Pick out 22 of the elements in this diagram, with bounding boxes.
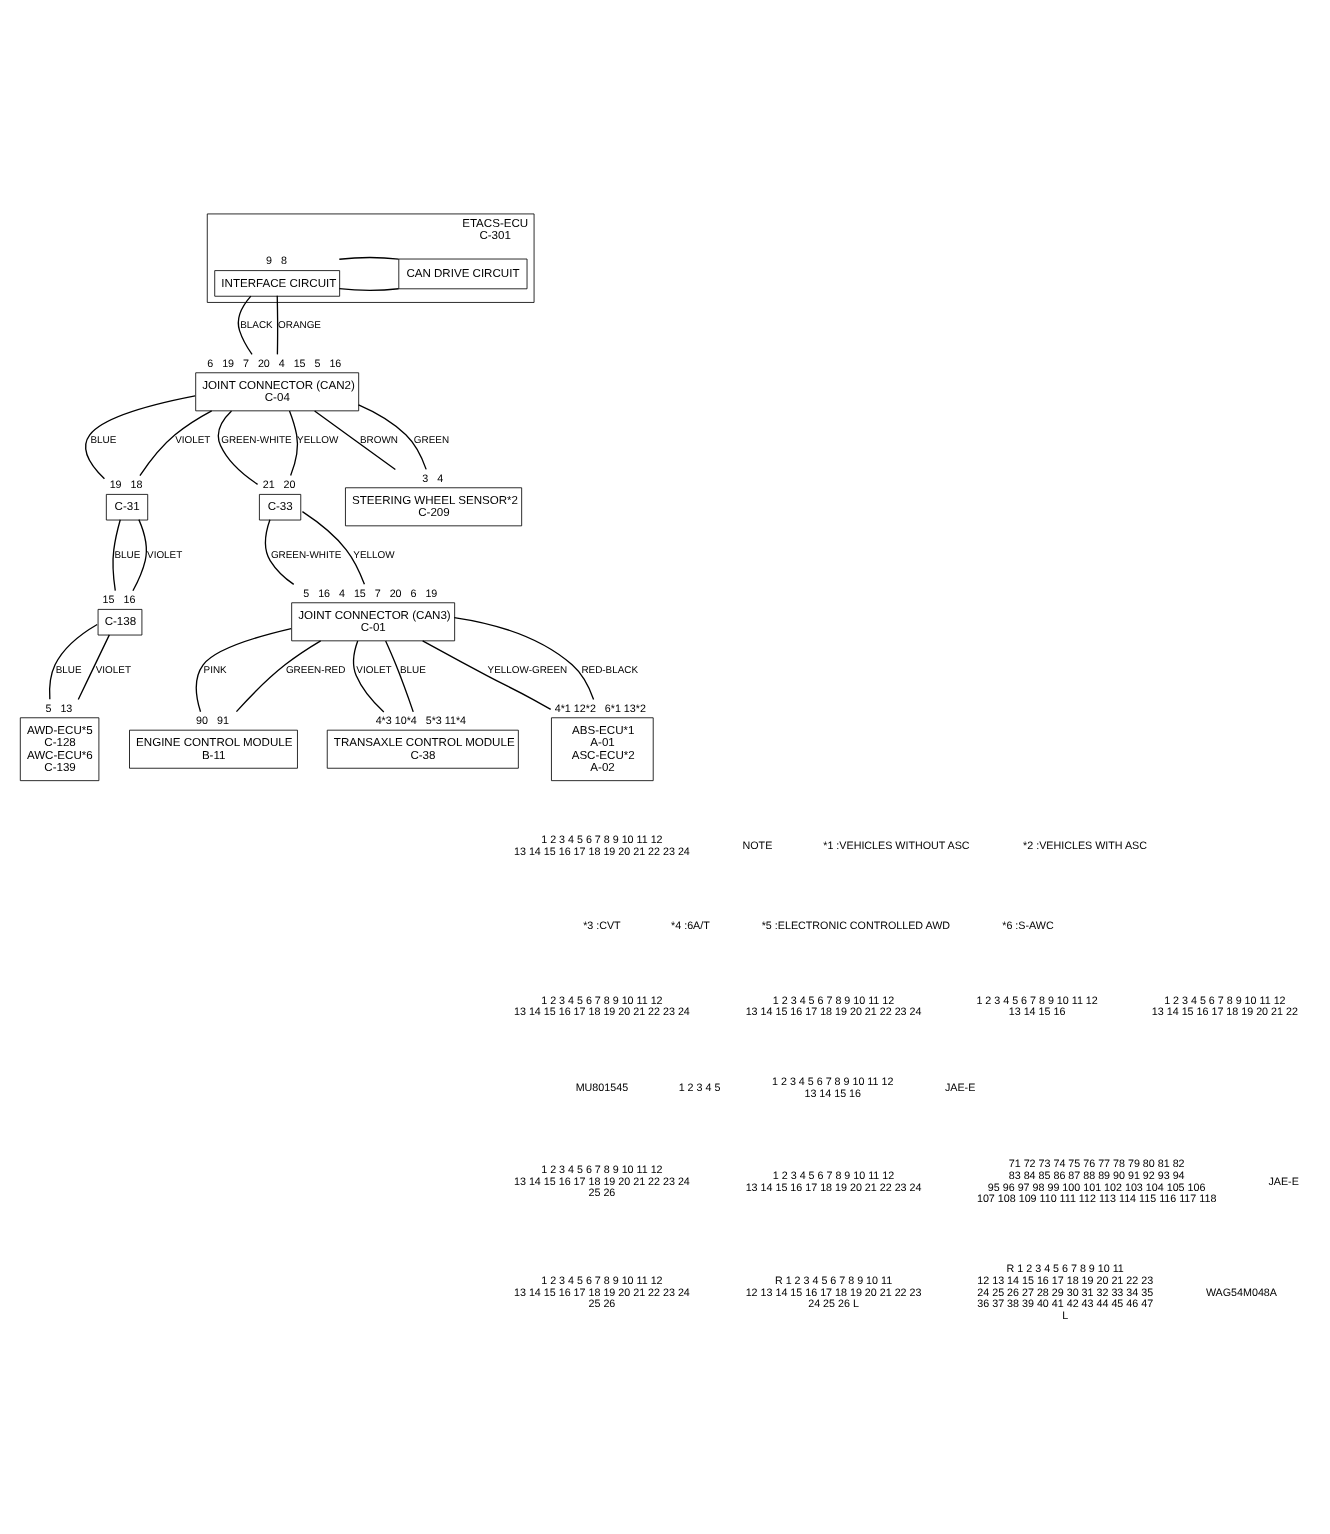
connector [385, 640, 414, 713]
connector [313, 410, 397, 471]
connector [217, 410, 259, 486]
connector [357, 404, 427, 471]
connector [132, 519, 147, 592]
connector [352, 640, 385, 713]
connector [453, 616, 595, 701]
connector [264, 519, 295, 586]
connector [48, 623, 98, 700]
connector [338, 287, 400, 291]
connector [237, 295, 253, 355]
connector [276, 295, 279, 356]
connector [195, 627, 292, 713]
connector [77, 634, 110, 701]
connector [288, 410, 299, 477]
connector [422, 640, 552, 710]
connector [301, 511, 366, 585]
connector [139, 410, 213, 477]
connector [338, 256, 400, 260]
connector [85, 395, 196, 480]
connector [235, 640, 322, 713]
connector [112, 519, 121, 592]
